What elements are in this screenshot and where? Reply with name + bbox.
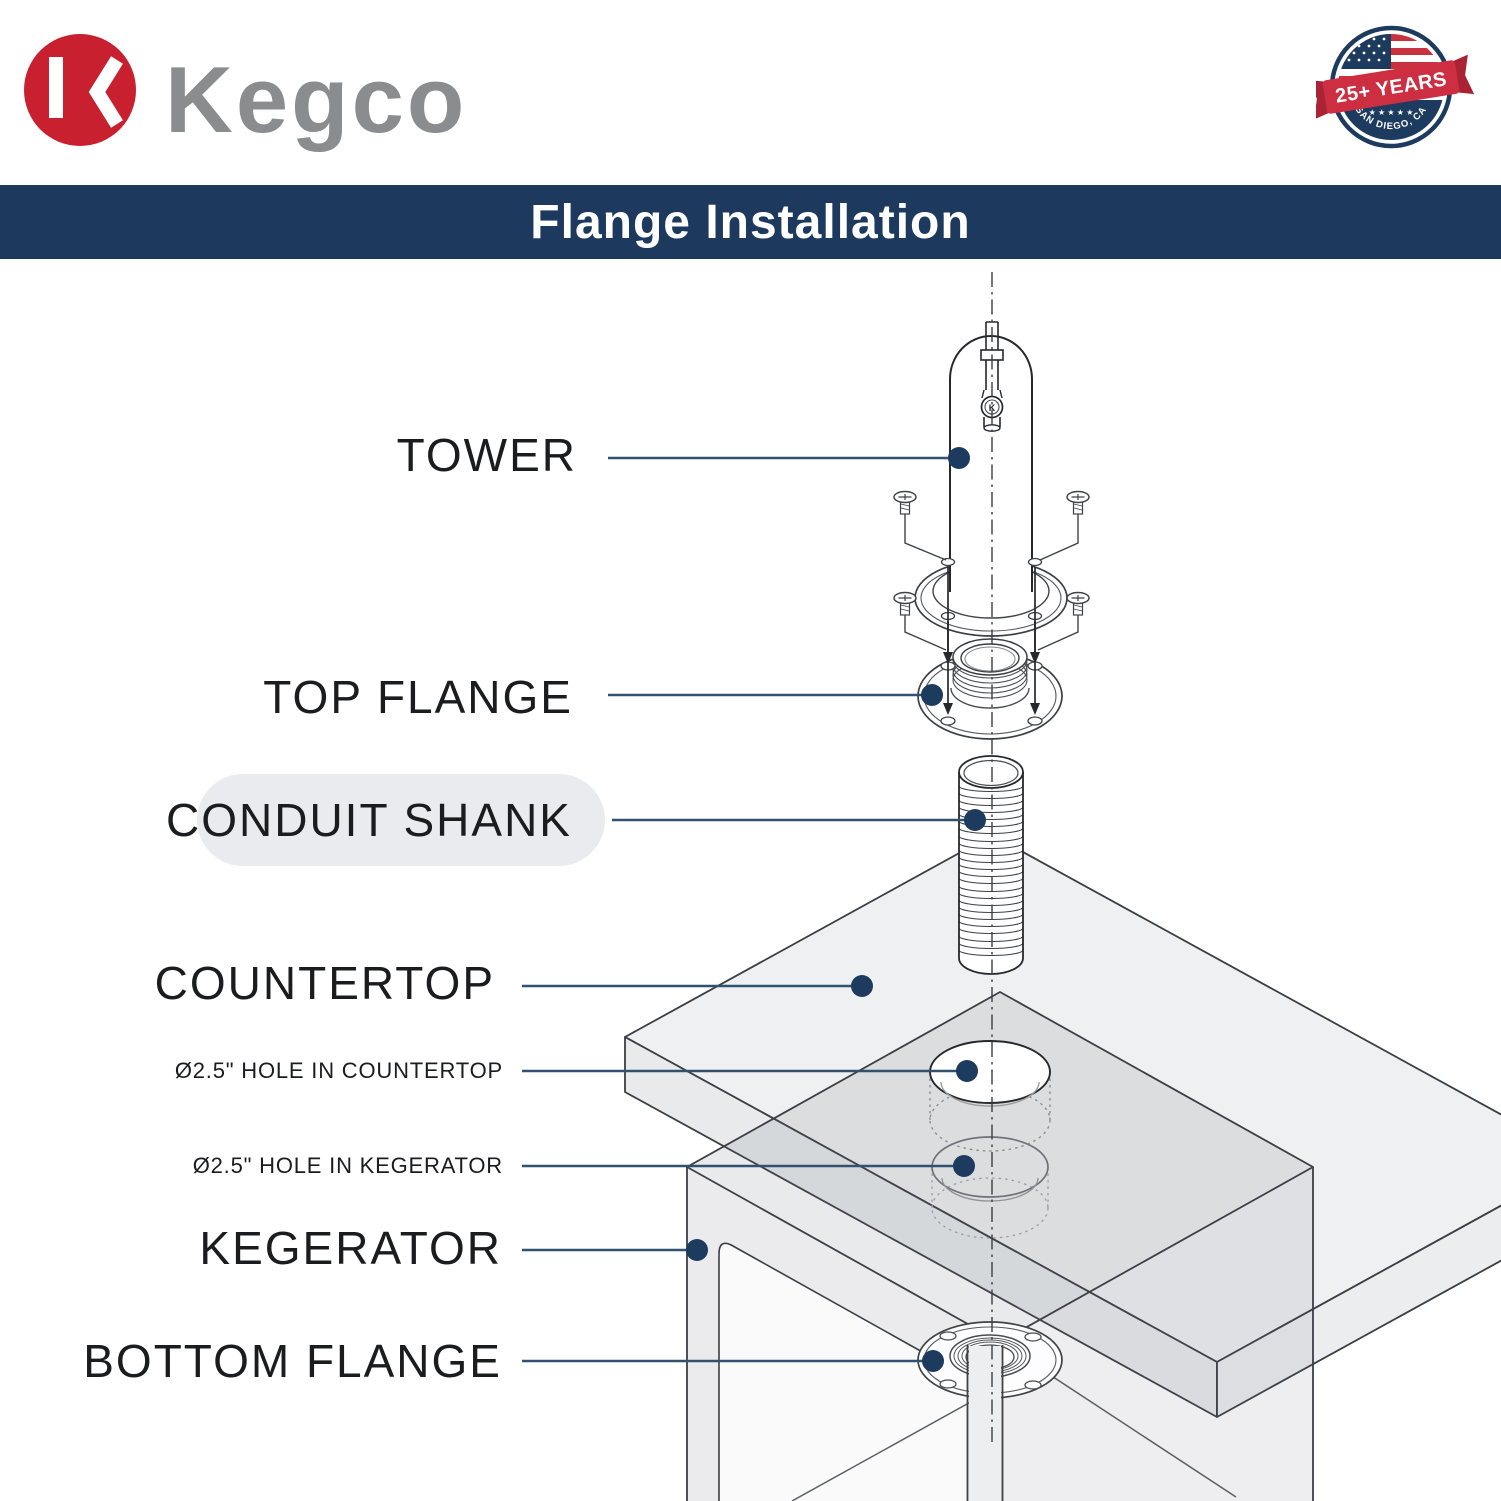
faucet-logo-letter: K xyxy=(989,403,996,413)
screw-bottom-right xyxy=(1037,591,1090,651)
title-bar: Flange Installation xyxy=(0,185,1501,259)
screw-bottom-left xyxy=(893,591,947,651)
countertop-drawing xyxy=(624,834,1501,1418)
screws-drawing xyxy=(893,490,1090,651)
kegco-logo xyxy=(24,34,136,146)
label-conduit-shank: CONDUIT SHANK xyxy=(166,794,572,846)
label-bottom-flange: BOTTOM FLANGE xyxy=(83,1335,502,1387)
conduit-shank-drawing xyxy=(958,755,1024,975)
brand-name: Kegco xyxy=(165,47,468,152)
screw-top-right xyxy=(1039,490,1090,561)
hole-countertop-drawing xyxy=(929,1040,1051,1152)
bottom-flange-drawing xyxy=(917,1321,1063,1501)
screw-arrows xyxy=(943,567,1040,715)
tower-drawing: K xyxy=(893,321,1090,651)
label-top-flange: TOP FLANGE xyxy=(263,671,573,723)
hole-kegerator-drawing xyxy=(931,1136,1049,1239)
page-title: Flange Installation xyxy=(530,195,971,249)
top-flange-drawing xyxy=(917,567,1063,740)
screw-top-left xyxy=(893,490,947,561)
leader-dots xyxy=(686,447,986,1372)
label-tower: TOWER xyxy=(396,429,577,481)
label-countertop: COUNTERTOP xyxy=(154,957,495,1009)
label-kegerator: KEGERATOR xyxy=(199,1222,502,1274)
conduit-shank-highlight xyxy=(197,774,605,866)
kegerator-drawing xyxy=(686,991,1314,1501)
leader-lines xyxy=(522,456,975,1363)
badge-stars: ★ ★ ★ ★ ★ xyxy=(1369,108,1414,117)
label-hole-countertop: Ø2.5" HOLE IN COUNTERTOP xyxy=(174,1058,503,1083)
anniversary-badge: ★ ★ ★ ★ ★ SAN DIEGO, CA 25+ YEARS xyxy=(1316,25,1475,149)
label-hole-kegerator: Ø2.5" HOLE IN KEGERATOR xyxy=(192,1153,503,1178)
